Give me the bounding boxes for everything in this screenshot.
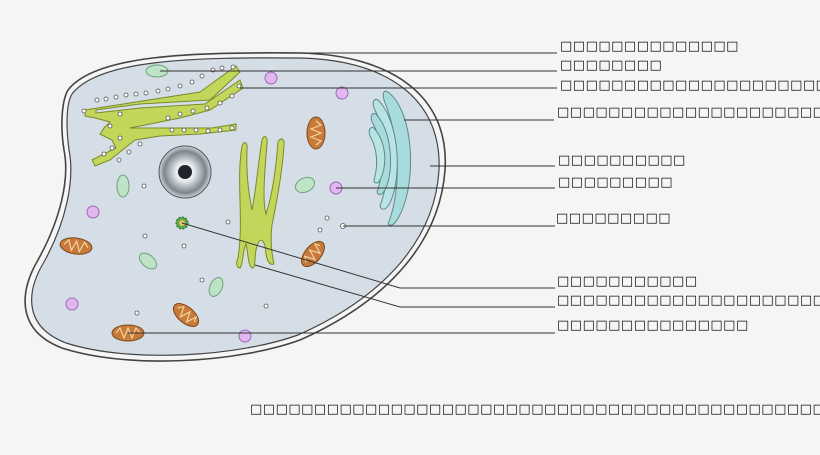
label-rough-er: □□□□□□□□□□□□□□□□□□□□□□□□□□□□□□□□□□□□□□	[560, 78, 820, 93]
vacuoles	[116, 64, 316, 297]
label-cell-membrane: □□□□□□□□□□□□□□	[560, 39, 739, 54]
ribosome-dots	[81, 64, 242, 163]
smooth-er	[236, 136, 285, 269]
nucleolus	[178, 165, 192, 179]
label-golgi: □□□□□□□□□□□□□□□□□□□□□	[557, 105, 820, 120]
label-lysosome: □□□□□□□□□	[558, 175, 673, 190]
labels: □□□□□□□□□□□□□□ □□□□□□□□ □□□□□□□□□□□□□□□□…	[556, 39, 820, 333]
diagram-caption: □□□□□□□□□□□□□□□□□□□□□□□□□□□□□□□□□□□□□□□□…	[250, 402, 820, 417]
label-mitochondrion: □□□□□□□□□□□□□□□	[557, 318, 749, 333]
rough-er	[84, 65, 244, 167]
golgi-apparatus	[368, 90, 412, 226]
label-centrosome: □□□□□□□□□□□	[557, 274, 698, 289]
label-vacuole: □□□□□□□□	[560, 58, 662, 73]
free-ribosomes	[134, 183, 346, 316]
leader-lines	[128, 52, 557, 334]
label-smooth-er: □□□□□□□□□□□□□□□□□□□□□□□□□□□□□□□□□□□□□□□□	[557, 293, 820, 308]
label-cytoplasm: □□□□□□□□□□	[558, 153, 686, 168]
label-ribosome: □□□□□□□□□	[556, 211, 671, 226]
